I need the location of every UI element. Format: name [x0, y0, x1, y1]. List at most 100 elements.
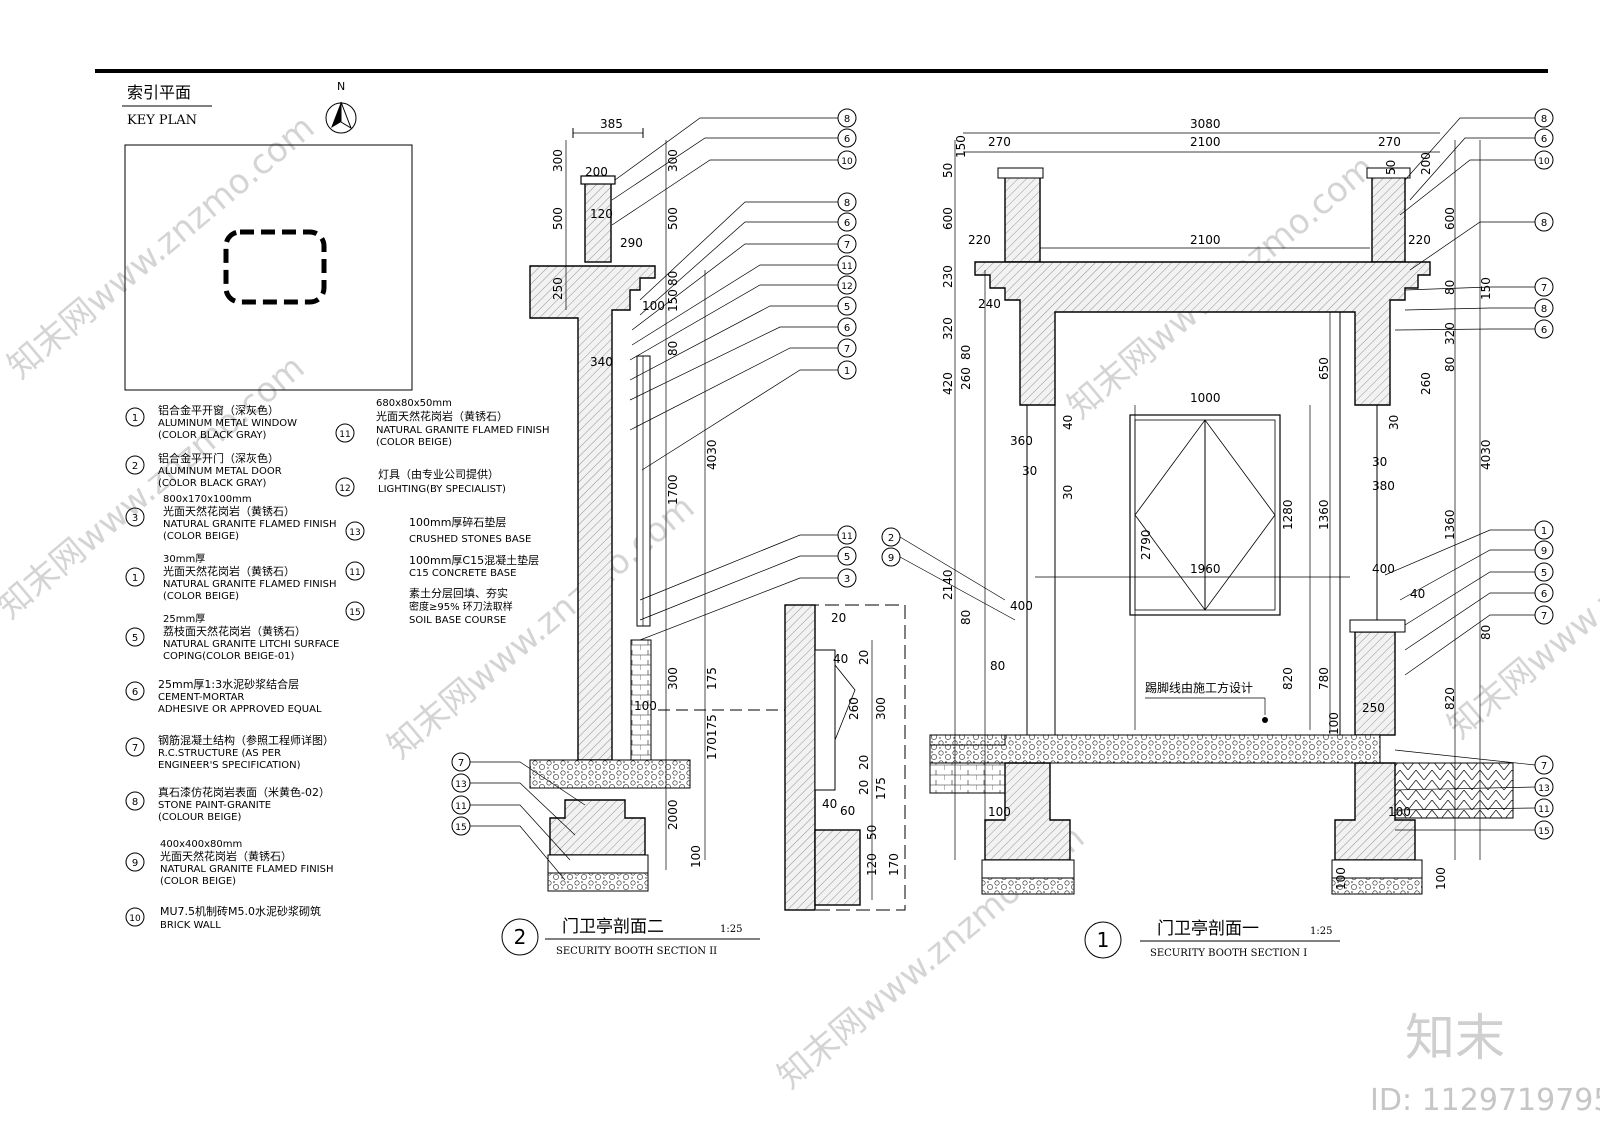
svg-text:8: 8 — [1541, 114, 1547, 125]
svg-text:6: 6 — [844, 218, 850, 229]
svg-text:素土分层回填、夯实: 素土分层回填、夯实 — [409, 586, 508, 600]
dim-text: 2790 — [1139, 529, 1153, 560]
dim-text: 220 — [1408, 233, 1431, 247]
wall-section — [529, 265, 656, 761]
callout-circle: 10 — [1534, 150, 1554, 170]
dim-text: 50 — [1384, 160, 1398, 175]
dim-text: 260 — [959, 367, 973, 390]
legend-item: 1 铝合金平开窗（深灰色） ALUMINUM METAL WINDOW (COL… — [125, 403, 297, 441]
svg-text:光面天然花岗岩（黄锈石）: 光面天然花岗岩（黄锈石） — [163, 504, 295, 518]
callout-circle: 11 — [837, 525, 857, 545]
svg-text:7: 7 — [458, 758, 464, 769]
dim-text: 30 — [1061, 485, 1075, 500]
section-scale: 1:25 — [1310, 926, 1332, 937]
svg-text:NATURAL GRANITE FLAMED FINISH: NATURAL GRANITE FLAMED FINISH — [163, 519, 337, 530]
dim-text: 270 — [1378, 135, 1401, 149]
svg-text:11: 11 — [339, 430, 350, 440]
svg-text:2: 2 — [132, 461, 138, 472]
watermark-text: 知末网www.znzmo.com — [380, 487, 702, 766]
svg-text:100mm厚碎石垫层: 100mm厚碎石垫层 — [409, 515, 506, 529]
svg-text:11: 11 — [455, 802, 466, 812]
callout-circle: 11 — [837, 255, 857, 275]
dim-text: 500 — [551, 207, 565, 230]
svg-text:1: 1 — [132, 413, 138, 424]
svg-text:8: 8 — [844, 198, 850, 209]
dim-text: 400 — [1372, 562, 1395, 576]
dim-text: 80 — [666, 271, 680, 286]
callout-circle: 8 — [837, 192, 857, 212]
callout-circle: 12 — [837, 275, 857, 295]
svg-text:7: 7 — [1541, 611, 1547, 622]
svg-text:5: 5 — [132, 633, 138, 644]
svg-text:11: 11 — [1538, 805, 1549, 815]
dim-text: 1280 — [1281, 499, 1295, 530]
svg-text:11: 11 — [349, 568, 360, 578]
svg-text:ADHESIVE OR APPROVED EQUAL: ADHESIVE OR APPROVED EQUAL — [158, 704, 322, 715]
svg-text:11: 11 — [841, 532, 852, 542]
dim-text: 1000 — [1190, 391, 1221, 405]
callout-circle: 11 — [1534, 798, 1554, 818]
key-plan-title-en: KEY PLAN — [127, 113, 197, 128]
dim-text: 360 — [1010, 434, 1033, 448]
svg-text:密度≥95% 环刀法取样: 密度≥95% 环刀法取样 — [409, 600, 513, 613]
section-i-drawing — [929, 132, 1514, 895]
legend: 1 铝合金平开窗（深灰色） ALUMINUM METAL WINDOW (COL… — [125, 398, 550, 931]
callout-circle: 6 — [837, 128, 857, 148]
svg-text:800x170x100mm: 800x170x100mm — [163, 494, 252, 505]
svg-text:STONE PAINT-GRANITE: STONE PAINT-GRANITE — [158, 800, 271, 811]
watermark-text: 知末网www.znzmo.com — [1440, 467, 1600, 746]
dim-text: 300 — [551, 149, 565, 172]
dim-text: 150 — [1479, 277, 1493, 300]
svg-text:2: 2 — [888, 533, 894, 544]
callout-circle: 1 — [837, 360, 857, 380]
svg-text:光面天然花岗岩（黄锈石）: 光面天然花岗岩（黄锈石） — [163, 564, 295, 578]
dim-text: 80 — [959, 345, 973, 360]
svg-text:钢筋混凝土结构（参照工程师详图）: 钢筋混凝土结构（参照工程师详图） — [158, 733, 334, 747]
callout-circle: 8 — [1534, 108, 1554, 128]
callout-circle: 7 — [1534, 755, 1554, 775]
callout-circle: 6 — [837, 317, 857, 337]
svg-text:9: 9 — [1541, 546, 1547, 557]
callout-circle: 2 — [881, 527, 901, 547]
dim-text: 600 — [1443, 207, 1457, 230]
dim-text: 1360 — [1443, 509, 1457, 540]
callout-circle: 15 — [1534, 820, 1554, 840]
dim-text: 80 — [959, 610, 973, 625]
section-title-en: SECURITY BOOTH SECTION II — [556, 946, 717, 957]
svg-text:NATURAL GRANITE FLAMED FINISH: NATURAL GRANITE FLAMED FINISH — [376, 425, 550, 436]
callout-circle: 6 — [837, 212, 857, 232]
dim-text: 380 — [1372, 479, 1395, 493]
dim-text: 100 — [1388, 805, 1411, 819]
dim-text: 100 — [689, 845, 703, 868]
legend-item: 3 800x170x100mm 光面天然花岗岩（黄锈石） NATURAL GRA… — [125, 494, 337, 542]
dim-text: 2100 — [1190, 135, 1221, 149]
dim-text: 220 — [968, 233, 991, 247]
dim-text: 175 — [874, 777, 888, 800]
dim-text: 290 — [620, 236, 643, 250]
dim-text: 1960 — [1190, 562, 1221, 576]
dim-text: 4030 — [705, 439, 719, 470]
svg-text:CEMENT-MORTAR: CEMENT-MORTAR — [158, 692, 244, 703]
svg-text:SOIL BASE COURSE: SOIL BASE COURSE — [409, 615, 506, 626]
dim-text: 20 — [857, 780, 871, 795]
dim-text: 300 — [666, 149, 680, 172]
svg-text:13: 13 — [455, 780, 466, 790]
dim-text: 4030 — [1479, 439, 1493, 470]
dim-text: 40 — [1061, 415, 1075, 430]
callout-circle: 7 — [1534, 605, 1554, 625]
dim-text: 100 — [642, 299, 665, 313]
dim-text: 170175 — [705, 714, 719, 760]
section-number: 1 — [1097, 928, 1110, 952]
dim-text: 2000 — [666, 799, 680, 830]
dim-text: 320 — [941, 317, 955, 340]
svg-text:8: 8 — [132, 797, 138, 808]
svg-text:5: 5 — [844, 302, 850, 313]
svg-text:荔枝面天然花岗岩（黄锈石）: 荔枝面天然花岗岩（黄锈石） — [163, 624, 306, 638]
svg-text:MU7.5机制砖M5.0水泥砂浆砌筑: MU7.5机制砖M5.0水泥砂浆砌筑 — [160, 904, 321, 918]
dim-text: 1700 — [666, 474, 680, 505]
dim-text: 100 — [634, 699, 657, 713]
dim-text: 50 — [941, 163, 955, 178]
svg-text:8: 8 — [844, 114, 850, 125]
callout-circle: 8 — [1534, 212, 1554, 232]
